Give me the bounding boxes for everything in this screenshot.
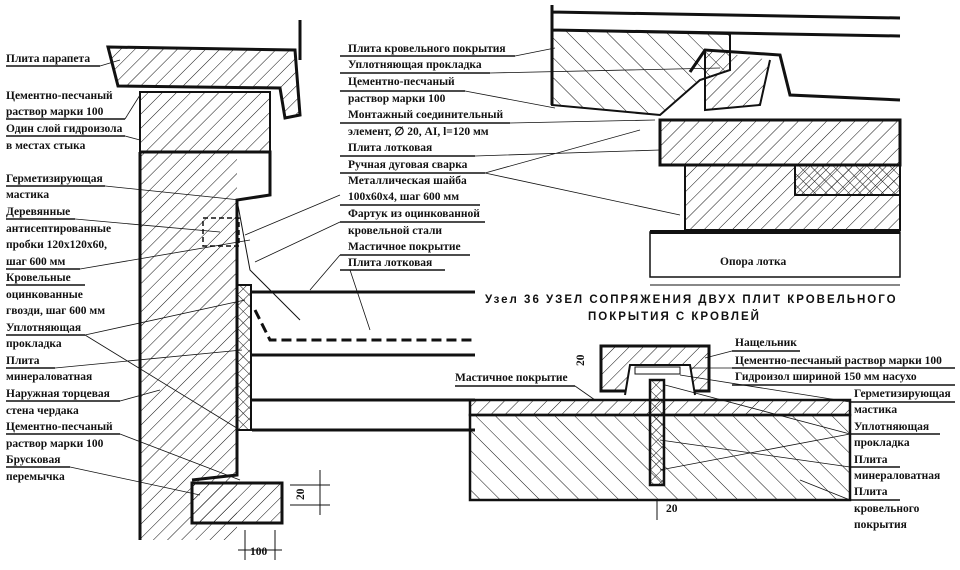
node-title-line2: ПОКРЫТИЯ С КРОВЛЕЙ [588, 310, 761, 323]
label: покрытия [854, 519, 907, 531]
waterproofing-strip [634, 366, 681, 375]
label: Герметизирующая [854, 388, 951, 400]
flashing-apron [236, 199, 301, 321]
label: Кровельные [6, 272, 71, 284]
middle-labels: Плита кровельного покрытия Уплотняющая п… [244, 43, 721, 331]
label: Фартук из оцинкованной [348, 208, 480, 220]
label: Гидроизол шириной 150 мм насухо [735, 371, 917, 383]
cover-plate [688, 48, 901, 102]
label: Цементно-песчаный [6, 90, 113, 102]
wooden-plug [202, 217, 240, 247]
dimension-100: 100 [238, 530, 282, 560]
label: гвозди, шаг 600 мм [6, 305, 105, 317]
label: Плита лотковая [348, 257, 432, 269]
gutter-support [649, 231, 901, 278]
gutter-dashed [253, 309, 475, 342]
label: Уплотняющая прокладка [348, 59, 482, 71]
label: Плита [6, 355, 40, 367]
label: пробки 120х120х60, [6, 239, 107, 251]
label: Один слой гидроизола [6, 123, 123, 135]
label: раствор марки 100 [348, 93, 446, 105]
insulation-box [794, 164, 901, 196]
label: кровельной стали [348, 225, 442, 237]
label: Цементно-песчаный [6, 421, 113, 433]
mineral-wool-strip [236, 284, 252, 431]
label: мастика [854, 404, 897, 416]
node-title-line1: Узел 36 УЗЕЛ СОПРЯЖЕНИЯ ДВУХ ПЛИТ КРОВЕЛ… [485, 294, 898, 306]
dim-100-text: 100 [250, 546, 268, 558]
label: Нащельник [735, 337, 797, 349]
label: Цементно-песчаный [348, 76, 455, 88]
label: стена чердака [6, 405, 79, 417]
support-label: Опора лотка [720, 256, 786, 268]
label: прокладка [6, 338, 62, 350]
left-labels: Плита парапета Цементно-песчаный раствор… [6, 53, 251, 496]
label: антисептированные [6, 223, 111, 235]
label: Ручная дуговая сварка [348, 159, 468, 171]
label: Герметизирующая [6, 173, 103, 185]
label: Уплотняющая [6, 322, 81, 334]
label: Плита лотковая [348, 142, 432, 154]
label: раствор марки 100 [6, 438, 104, 450]
node-36: Узел 36 УЗЕЛ СОПРЯЖЕНИЯ ДВУХ ПЛИТ КРОВЕЛ… [455, 294, 955, 531]
label: 100х60х4, шаг 600 мм [348, 191, 459, 203]
label: Монтажный соединительный [348, 109, 503, 121]
dim-20-text: 20 [295, 488, 307, 500]
label: минераловатная [854, 470, 940, 482]
label: мастика [6, 189, 49, 201]
label: Наружная торцевая [6, 388, 110, 400]
label: Плита [854, 454, 888, 466]
label: Металлическая шайба [348, 175, 467, 187]
label: минераловатная [6, 371, 92, 383]
label: Брусковая [6, 454, 60, 466]
label: прокладка [854, 437, 910, 449]
label: Плита кровельного покрытия [348, 43, 506, 55]
dim-top-text: 20 [575, 354, 587, 366]
label: Уплотняющая [854, 421, 929, 433]
wall-top [139, 91, 271, 153]
label: перемычка [6, 471, 65, 483]
dimension-20: 20 [290, 470, 330, 515]
dim-bottom-text: 20 [666, 503, 678, 515]
label: Плита [854, 486, 888, 498]
left-section-drawing: 20 100 [106, 20, 475, 560]
label: Плита парапета [6, 53, 90, 65]
mineral-wool-joint [648, 378, 666, 487]
gutter-slab [252, 290, 475, 432]
mastic-coating-label: Мастичное покрытие [455, 372, 568, 384]
label: кровельного [854, 503, 920, 515]
top-right-section: Опора лотка [550, 5, 902, 286]
label: оцинкованные [6, 289, 83, 301]
label: Мастичное покрытие [348, 241, 461, 253]
parapet-slab [106, 45, 302, 120]
label: в местах стыка [6, 140, 86, 152]
label: шаг 600 мм [6, 256, 66, 268]
label: Деревянные [6, 206, 70, 218]
gutter-slab-top [658, 118, 902, 167]
lintel [190, 481, 284, 525]
label: Цементно-песчаный раствор марки 100 [735, 355, 942, 367]
label: элемент, ∅ 20, AI, l=120 мм [348, 126, 489, 138]
label: раствор марки 100 [6, 106, 104, 118]
